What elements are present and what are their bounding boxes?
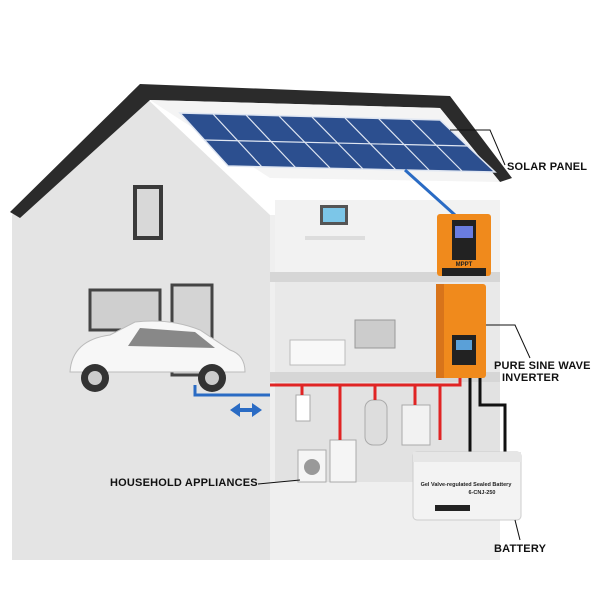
appliances — [295, 394, 431, 483]
desk — [305, 236, 365, 240]
household-appliances-label: HOUSEHOLD APPLIANCES — [110, 477, 258, 489]
mppt-charge-controller — [437, 214, 491, 276]
inverter-label-line2: INVERTER — [502, 372, 560, 384]
inverter-label-line1: PURE SINE WAVE — [494, 360, 591, 372]
floor-slab-2 — [270, 372, 500, 382]
battery — [412, 451, 522, 521]
electric-car — [69, 320, 246, 392]
battery-title: Gel Valve-regulated Sealed Battery — [421, 482, 513, 488]
solar-panel-label: SOLAR PANEL — [507, 161, 588, 173]
tv — [354, 319, 396, 349]
ac-wiring — [270, 375, 462, 440]
battery-model: 6-CNJ-250 — [469, 490, 496, 496]
car-charging-wire — [193, 385, 270, 397]
battery-label: BATTERY — [494, 543, 547, 555]
solar-panel-grid — [203, 113, 469, 172]
leader-lines — [257, 129, 531, 541]
battery-wire — [478, 378, 507, 455]
controller-brand: MPPT — [456, 262, 473, 268]
bidirectional-arrow-icon — [230, 403, 262, 417]
sofa — [289, 339, 346, 366]
pure-sine-wave-inverter — [436, 284, 486, 378]
floor-slab-1 — [270, 272, 500, 282]
dc-wire-panel-to-controller — [403, 168, 457, 217]
